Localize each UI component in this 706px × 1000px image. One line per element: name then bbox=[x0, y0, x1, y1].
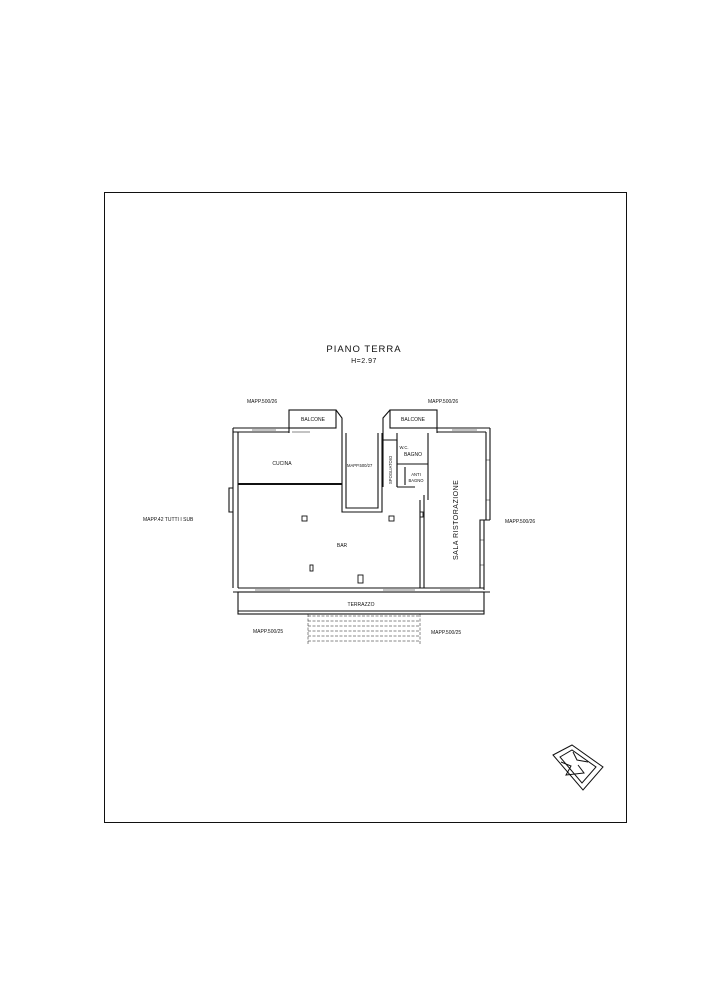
room-label-anti-bagno: BAGNO bbox=[408, 478, 424, 483]
windows bbox=[252, 427, 490, 591]
drawing-frame bbox=[104, 192, 627, 823]
room-label-terrazzo: TERRAZZO bbox=[348, 602, 375, 608]
room-label-cucina: CUCINA bbox=[272, 461, 292, 467]
columns bbox=[301, 511, 424, 584]
parcel-label-top-left: MAPP.500/26 bbox=[247, 399, 277, 405]
room-label-bagno: BAGNO bbox=[404, 452, 422, 458]
parcel-label-bottom-right: MAPP.500/25 bbox=[431, 630, 461, 636]
room-label-balcone-left: BALCONE bbox=[301, 417, 326, 423]
plan-height: H=2.97 bbox=[351, 358, 377, 365]
parcel-label-bottom-left: MAPP.500/25 bbox=[253, 629, 283, 635]
room-label-sala-ristorazione: SALA RISTORAZIONE bbox=[453, 480, 460, 560]
plan-title: PIANO TERRA bbox=[326, 344, 401, 355]
room-label-balcone-right: BALCONE bbox=[401, 417, 426, 423]
parcel-label-center: MAPP.500/27 bbox=[347, 463, 373, 468]
parcel-label-left: MAPP.42 TUTTI I SUB bbox=[143, 517, 194, 523]
parcel-label-top-right: MAPP.500/26 bbox=[428, 399, 458, 405]
room-label-bar: BAR bbox=[337, 543, 348, 549]
steps bbox=[307, 614, 421, 644]
balcone-right bbox=[389, 409, 438, 429]
balcone-left bbox=[288, 409, 337, 429]
room-label-wc: W.C. bbox=[399, 445, 408, 450]
terrazzo-outline bbox=[237, 591, 485, 615]
room-label-spogliatoio: SPOGLIATOIO bbox=[388, 455, 393, 484]
north-arrow-icon bbox=[552, 744, 604, 791]
room-label-anti: ANTI bbox=[411, 472, 421, 477]
parcel-label-right: MAPP.500/26 bbox=[505, 519, 535, 525]
